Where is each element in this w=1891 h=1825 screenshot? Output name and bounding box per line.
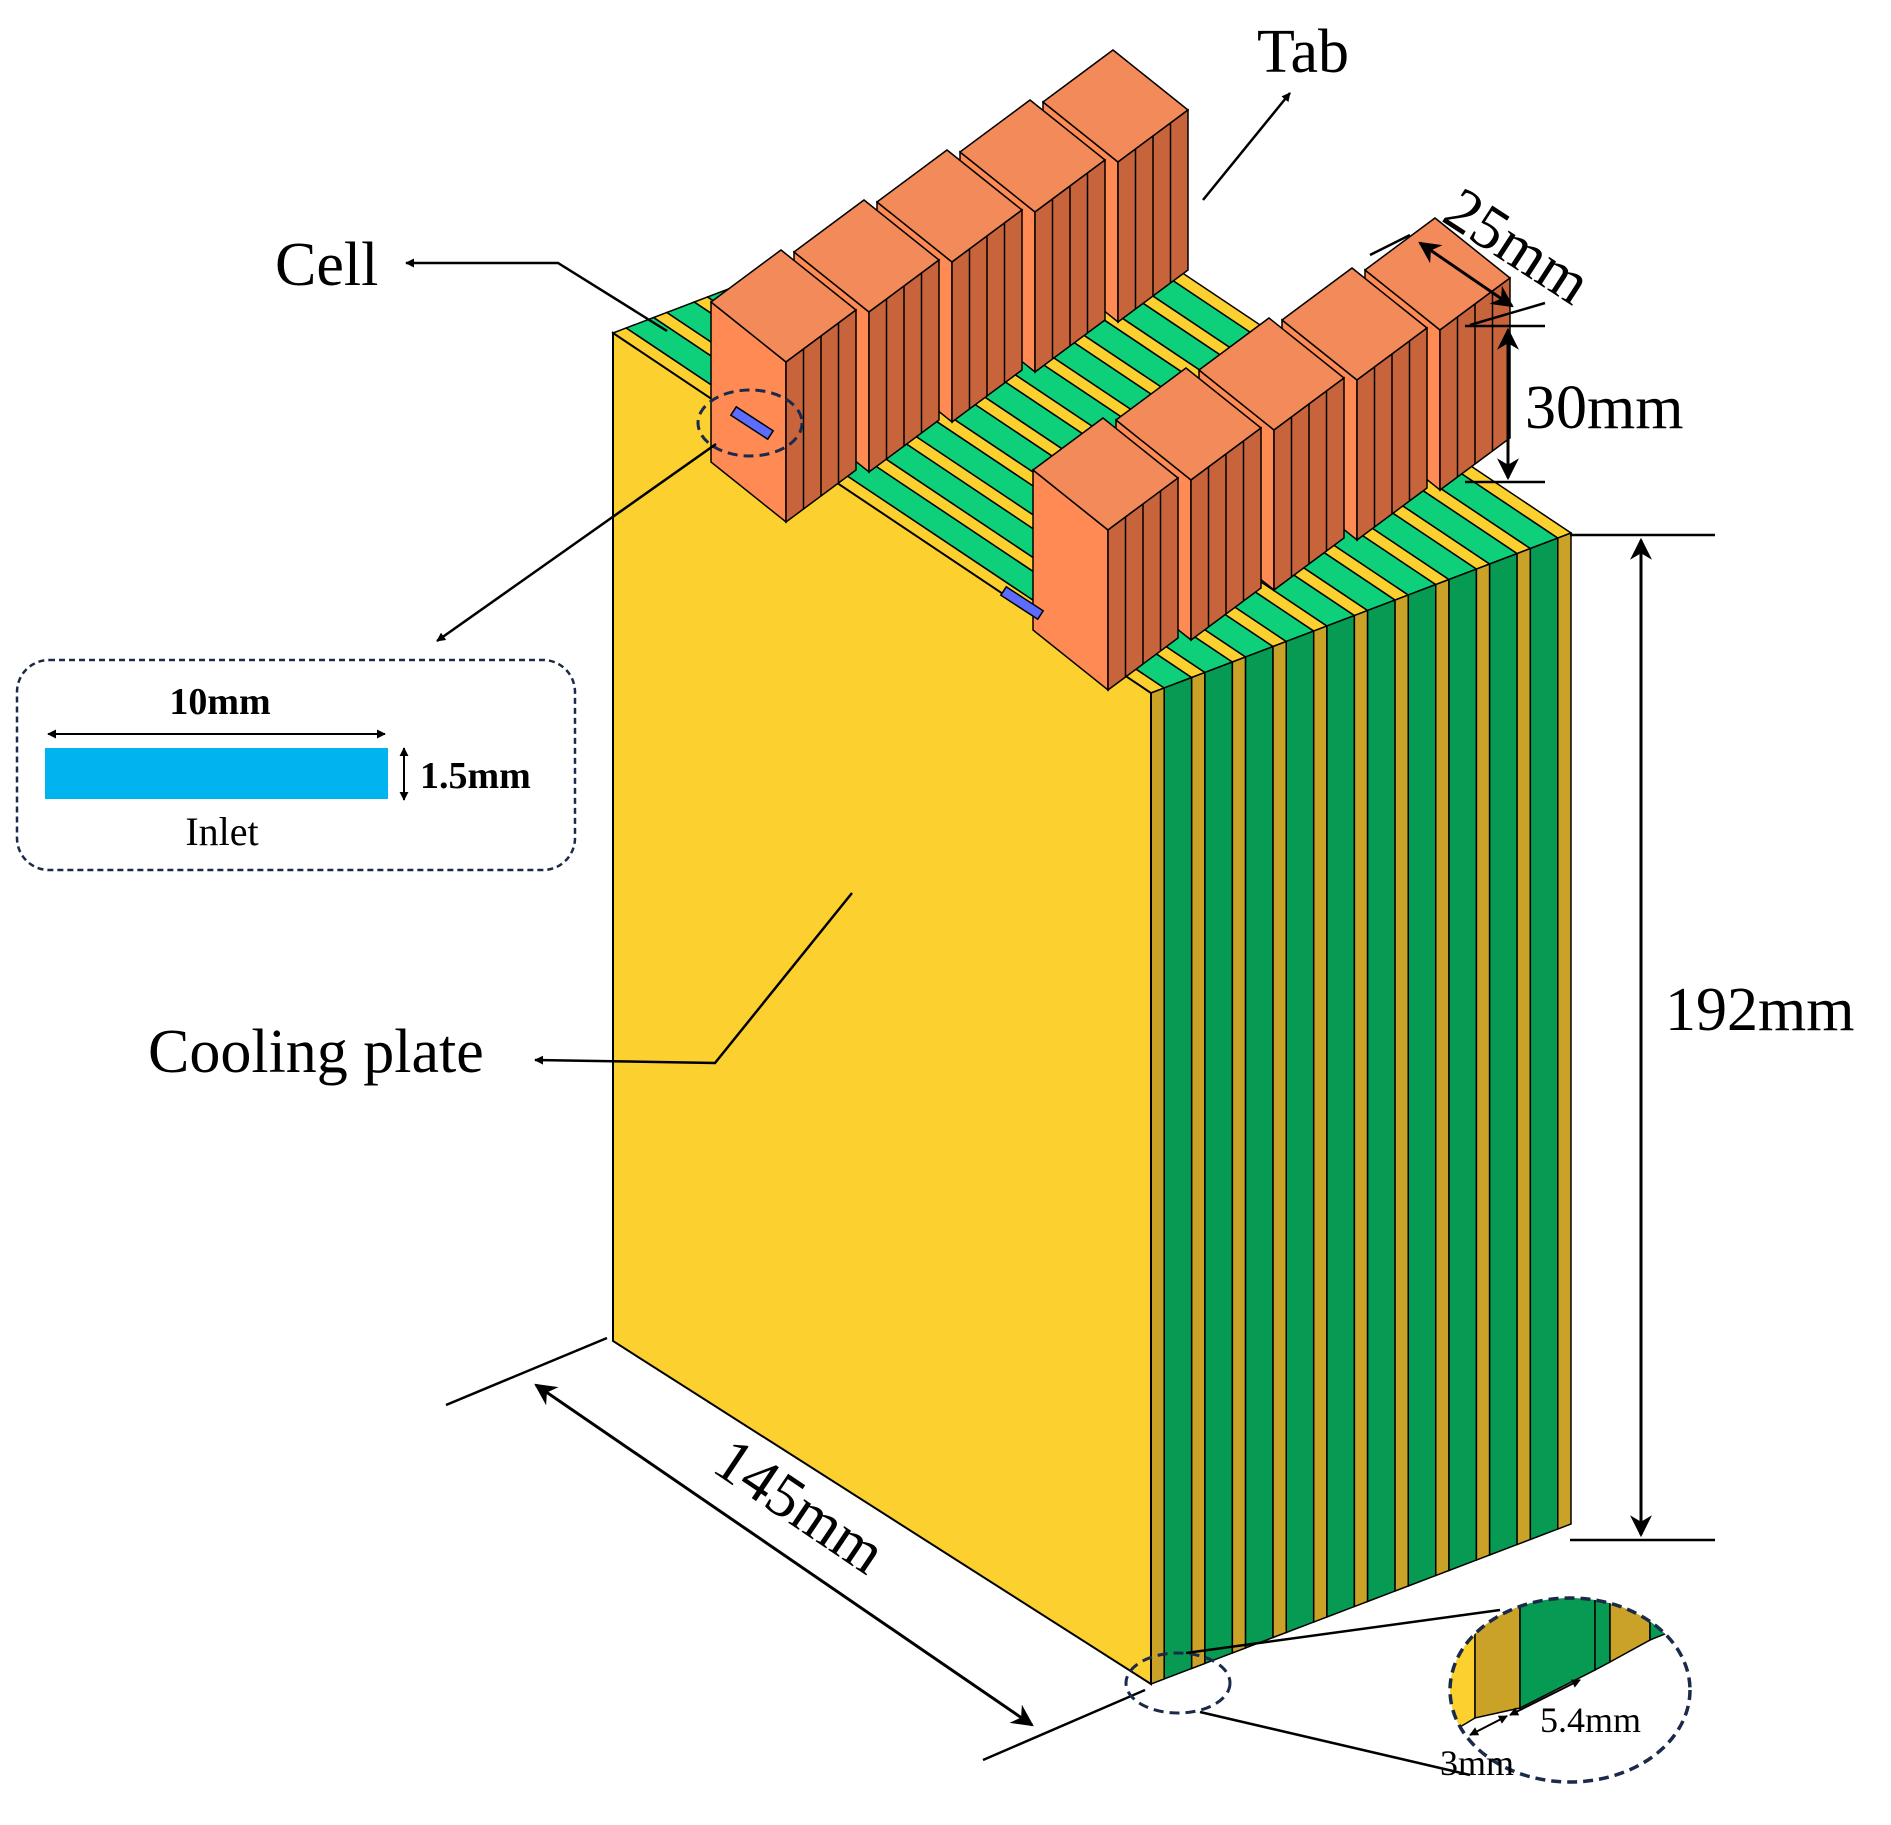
cooling-plate-leader <box>534 892 853 1065</box>
inlet-callout-arrow <box>436 442 717 643</box>
cell-side-strip <box>1326 614 1356 1619</box>
cell-thickness-arrow <box>1509 1679 1581 1716</box>
cell-side-strip <box>1163 676 1193 1681</box>
tab-width-ext-2 <box>1469 301 1546 327</box>
zoom-inset-ellipse <box>1448 1596 1692 1784</box>
plate-side-strip <box>1475 562 1491 1562</box>
inlet-label: Inlet <box>185 809 258 854</box>
plate-side-strip <box>1150 686 1165 1686</box>
tab-width-ext-1 <box>1369 233 1411 257</box>
cell-side-strip <box>1366 598 1396 1603</box>
plate-side-strip <box>1557 531 1572 1531</box>
cell-side-strip <box>1448 567 1478 1572</box>
plate-thickness-label: 3mm <box>1440 1743 1514 1783</box>
inlet-mark-2 <box>999 585 1045 621</box>
length-ext-right <box>982 1688 1146 1762</box>
cell-side-strip <box>1529 536 1559 1541</box>
stack-side-face <box>1150 531 1572 1686</box>
tab-leader-line <box>1202 92 1291 201</box>
plate-side-strip <box>1394 593 1410 1593</box>
height-label: 192mm <box>1665 976 1854 1044</box>
plate-side-strip <box>1272 640 1288 1639</box>
cell-side-strip <box>1244 645 1274 1650</box>
plate-thickness-arrow <box>1469 1715 1508 1736</box>
inlet-callout-ellipse <box>696 388 804 458</box>
zoom-leader-bottom <box>1199 1710 1471 1777</box>
plate-side-strip <box>1312 624 1328 1624</box>
plate-side-strip <box>1516 547 1532 1546</box>
plate-side-strip <box>1434 578 1450 1577</box>
cell-side-strip <box>1488 552 1518 1557</box>
cell-label: Cell <box>275 231 378 299</box>
zoom-leader-top <box>1185 1608 1501 1655</box>
inlet-width-label: 10mm <box>169 681 270 723</box>
tab-height-label: 30mm <box>1525 374 1683 442</box>
front-cooling-plate <box>612 331 1152 1686</box>
tab-label: Tab <box>1257 18 1349 86</box>
cell-side-strip <box>1407 583 1437 1588</box>
cell-thickness-label: 5.4mm <box>1540 1700 1641 1740</box>
plate-side-strip <box>1231 655 1247 1655</box>
cell-leader-line <box>405 258 668 333</box>
plate-side-strip <box>1190 671 1206 1670</box>
cell-side-strip <box>1204 660 1234 1665</box>
length-ext-left <box>445 1336 608 1407</box>
cooling-plate-label: Cooling plate <box>148 1018 484 1086</box>
cell-side-strip <box>1285 629 1315 1634</box>
inlet-mark-1 <box>729 405 775 441</box>
length-arrow <box>534 1383 1034 1727</box>
inlet-height-label: 1.5mm <box>420 755 531 797</box>
inlet-shape <box>45 748 388 799</box>
zoom-source-ellipse <box>1124 1651 1232 1715</box>
tab-width-arrow <box>1418 241 1514 308</box>
plate-side-strip <box>1353 609 1369 1608</box>
zoom-inset: 3mm 5.4mm <box>1440 1596 1692 1784</box>
